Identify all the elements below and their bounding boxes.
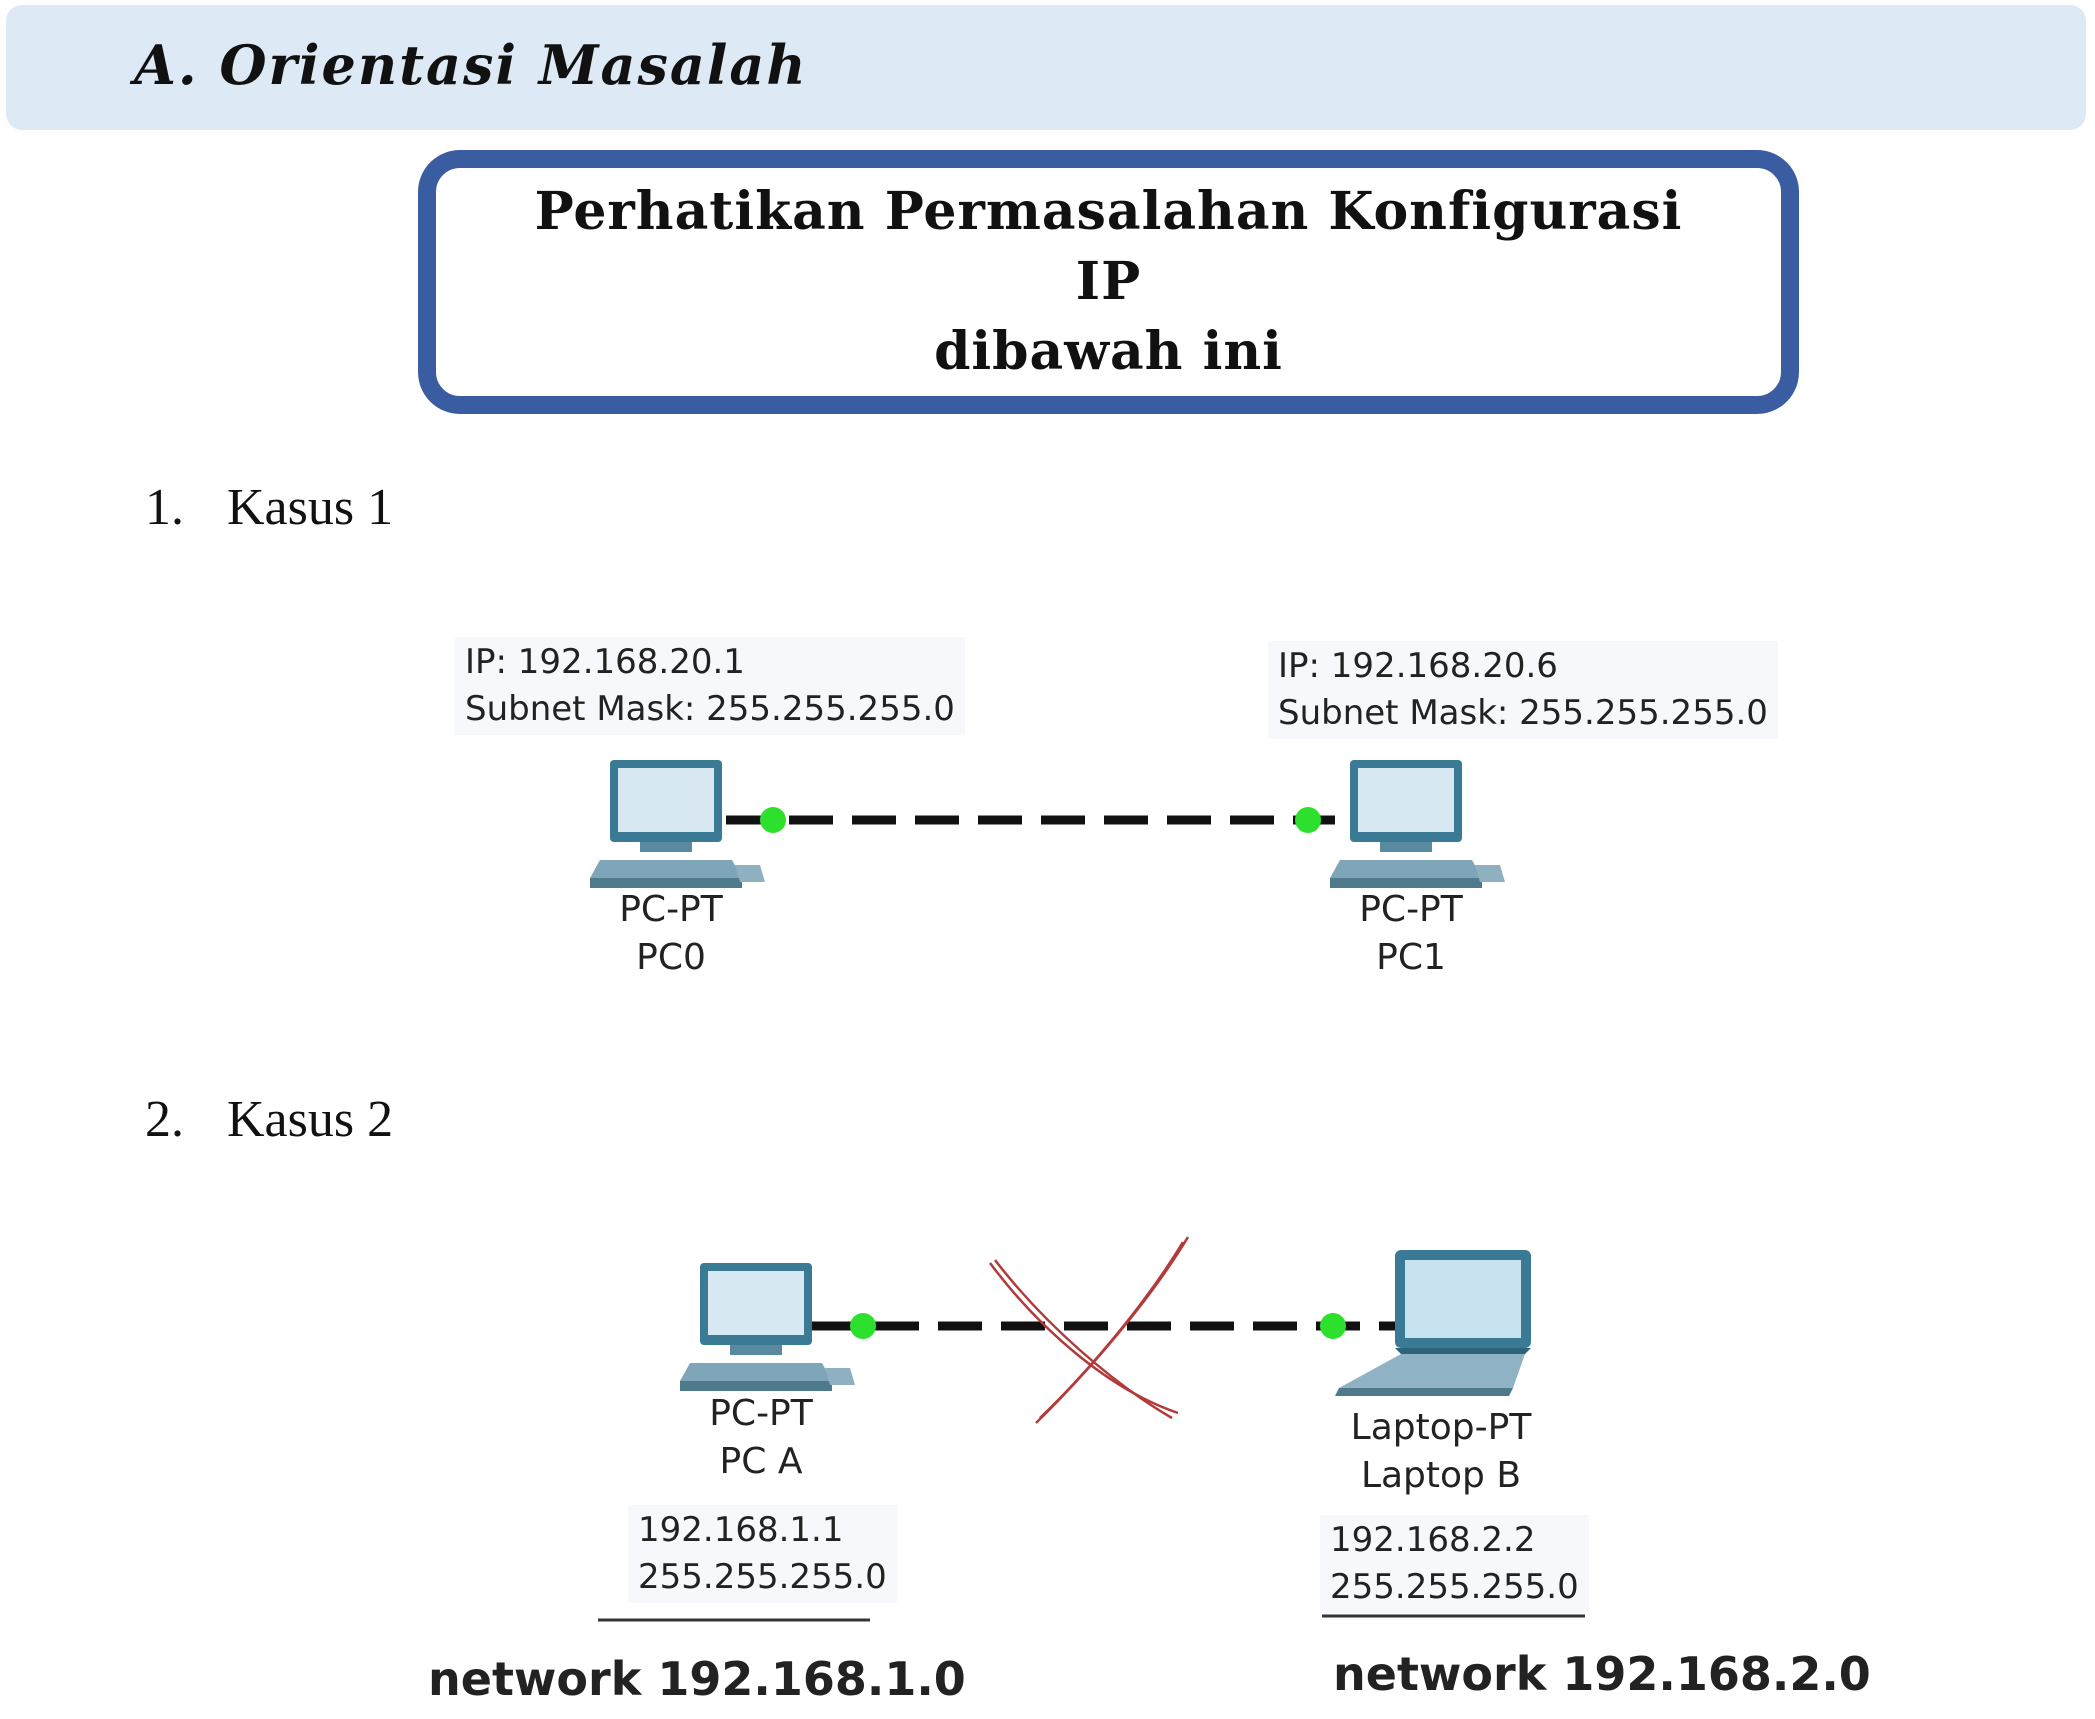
laptopb-network-label: network 192.168.2.0 [1333,1647,1871,1701]
case-1-title: Kasus 1 [227,479,394,536]
case-1-number: 1. [145,479,184,536]
pc1-mask: Subnet Mask: 255.255.255.0 [1278,693,1768,733]
pc0-ip: IP: 192.168.20.1 [465,642,745,682]
laptopb-name: Laptop B [1360,1455,1522,1496]
case-2-title: Kasus 2 [227,1091,394,1148]
pca-ip-config: 192.168.1.1 255.255.255.0 [628,1505,897,1603]
laptopb-label: Laptop-PT Laptop B [1326,1404,1556,1500]
laptopb-port-indicator [1320,1313,1346,1339]
laptopb-ip-config: 192.168.2.2 255.255.255.0 [1320,1515,1589,1613]
pc1-ip-config: IP: 192.168.20.6 Subnet Mask: 255.255.25… [1268,641,1778,739]
pc1-name: PC1 [1376,937,1446,978]
instruction-callout: Perhatikan Permasalahan Konfigurasi IP d… [418,150,1799,414]
pc1-label: PC-PT PC1 [1326,886,1496,982]
callout-line-1: Perhatikan Permasalahan Konfigurasi IP [534,181,1683,312]
pc0-ip-config: IP: 192.168.20.1 Subnet Mask: 255.255.25… [455,637,965,735]
case-2-label: 2. Kasus 2 [145,1090,393,1149]
pc0-label: PC-PT PC0 [586,886,756,982]
section-title: A. Orientasi Masalah [134,33,808,97]
laptopb-mask: 255.255.255.0 [1330,1567,1579,1607]
case-2-number: 2. [145,1091,184,1148]
pca-mask: 255.255.255.0 [638,1557,887,1597]
case-1-label: 1. Kasus 1 [145,478,393,537]
pca-type: PC-PT [709,1393,813,1434]
section-header-band: A. Orientasi Masalah [6,5,2086,130]
laptopb-laptop-icon [1335,1250,1531,1396]
no-connection-cross-icon [988,1236,1190,1424]
pc0-type: PC-PT [619,889,723,930]
pc0-name: PC0 [636,937,706,978]
pc1-port-indicator [1295,807,1321,833]
pca-network-label: network 192.168.1.0 [428,1652,966,1706]
laptopb-ip: 192.168.2.2 [1330,1520,1536,1560]
pca-ip: 192.168.1.1 [638,1510,844,1550]
laptopb-type: Laptop-PT [1350,1407,1532,1448]
pca-name: PC A [719,1441,803,1482]
pca-label: PC-PT PC A [676,1390,846,1486]
pc1-type: PC-PT [1359,889,1463,930]
pca-port-indicator [850,1313,876,1339]
callout-text: Perhatikan Permasalahan Konfigurasi IP d… [509,177,1709,387]
pc0-mask: Subnet Mask: 255.255.255.0 [465,689,955,729]
pc0-port-indicator [760,807,786,833]
callout-line-2: dibawah ini [934,321,1283,382]
pc1-desktop-icon [1330,760,1505,888]
pc1-ip: IP: 192.168.20.6 [1278,646,1558,686]
